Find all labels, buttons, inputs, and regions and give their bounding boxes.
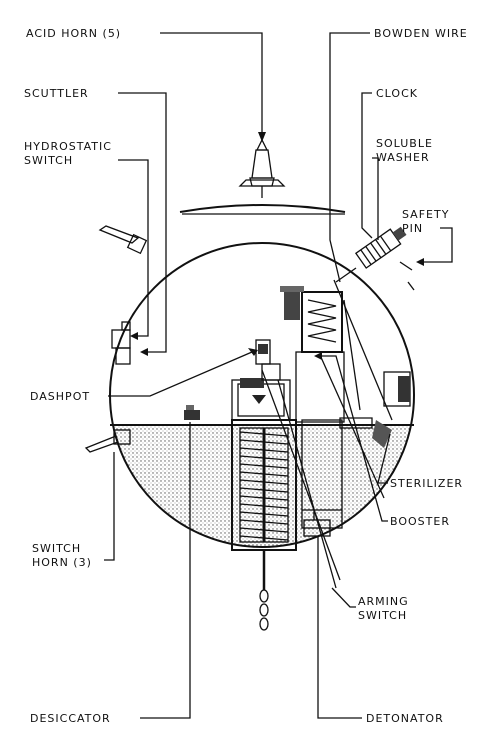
right-side-box	[383, 371, 411, 407]
label-switch-horn-1: SWITCH	[32, 542, 81, 555]
label-hydrostatic-2: SWITCH	[24, 154, 73, 167]
horn-upper-left	[98, 225, 148, 255]
label-arming-2: SWITCH	[358, 609, 407, 622]
label-sterilizer: STERILIZER	[390, 477, 463, 490]
main-spring	[239, 427, 289, 543]
label-scuttler: SCUTTLER	[24, 87, 89, 100]
sterilizer-element	[372, 420, 392, 448]
label-safety-2: PIN	[402, 222, 423, 235]
acid-horn-top	[249, 138, 275, 187]
label-switch-horn-2: HORN (3)	[32, 556, 92, 569]
label-hydrostatic-1: HYDROSTATIC	[24, 140, 112, 153]
label-booster: BOOSTER	[390, 515, 450, 528]
chain	[259, 550, 269, 631]
desiccator-box	[184, 405, 200, 420]
label-desiccator: DESICCATOR	[30, 712, 111, 725]
clock-assembly	[354, 226, 407, 269]
top-cap	[179, 179, 346, 215]
label-dashpot: DASHPOT	[30, 390, 90, 403]
scuttler-plug	[280, 286, 304, 320]
hydrostatic-switch-block	[111, 321, 131, 365]
label-detonator: DETONATOR	[366, 712, 444, 725]
leader-lines	[104, 32, 453, 719]
label-clock: CLOCK	[376, 87, 418, 100]
label-soluble-2: WASHER	[376, 151, 430, 164]
label-acid-horn: ACID HORN (5)	[26, 27, 121, 40]
label-bowden-wire: BOWDEN WIRE	[374, 27, 468, 40]
mine-sphere	[109, 242, 415, 548]
horn-lower-left	[84, 429, 131, 453]
central-column	[231, 339, 297, 631]
label-safety-1: SAFETY	[402, 208, 449, 221]
label-soluble-1: SOLUBLE	[376, 137, 433, 150]
label-arming-1: ARMING	[358, 595, 409, 608]
